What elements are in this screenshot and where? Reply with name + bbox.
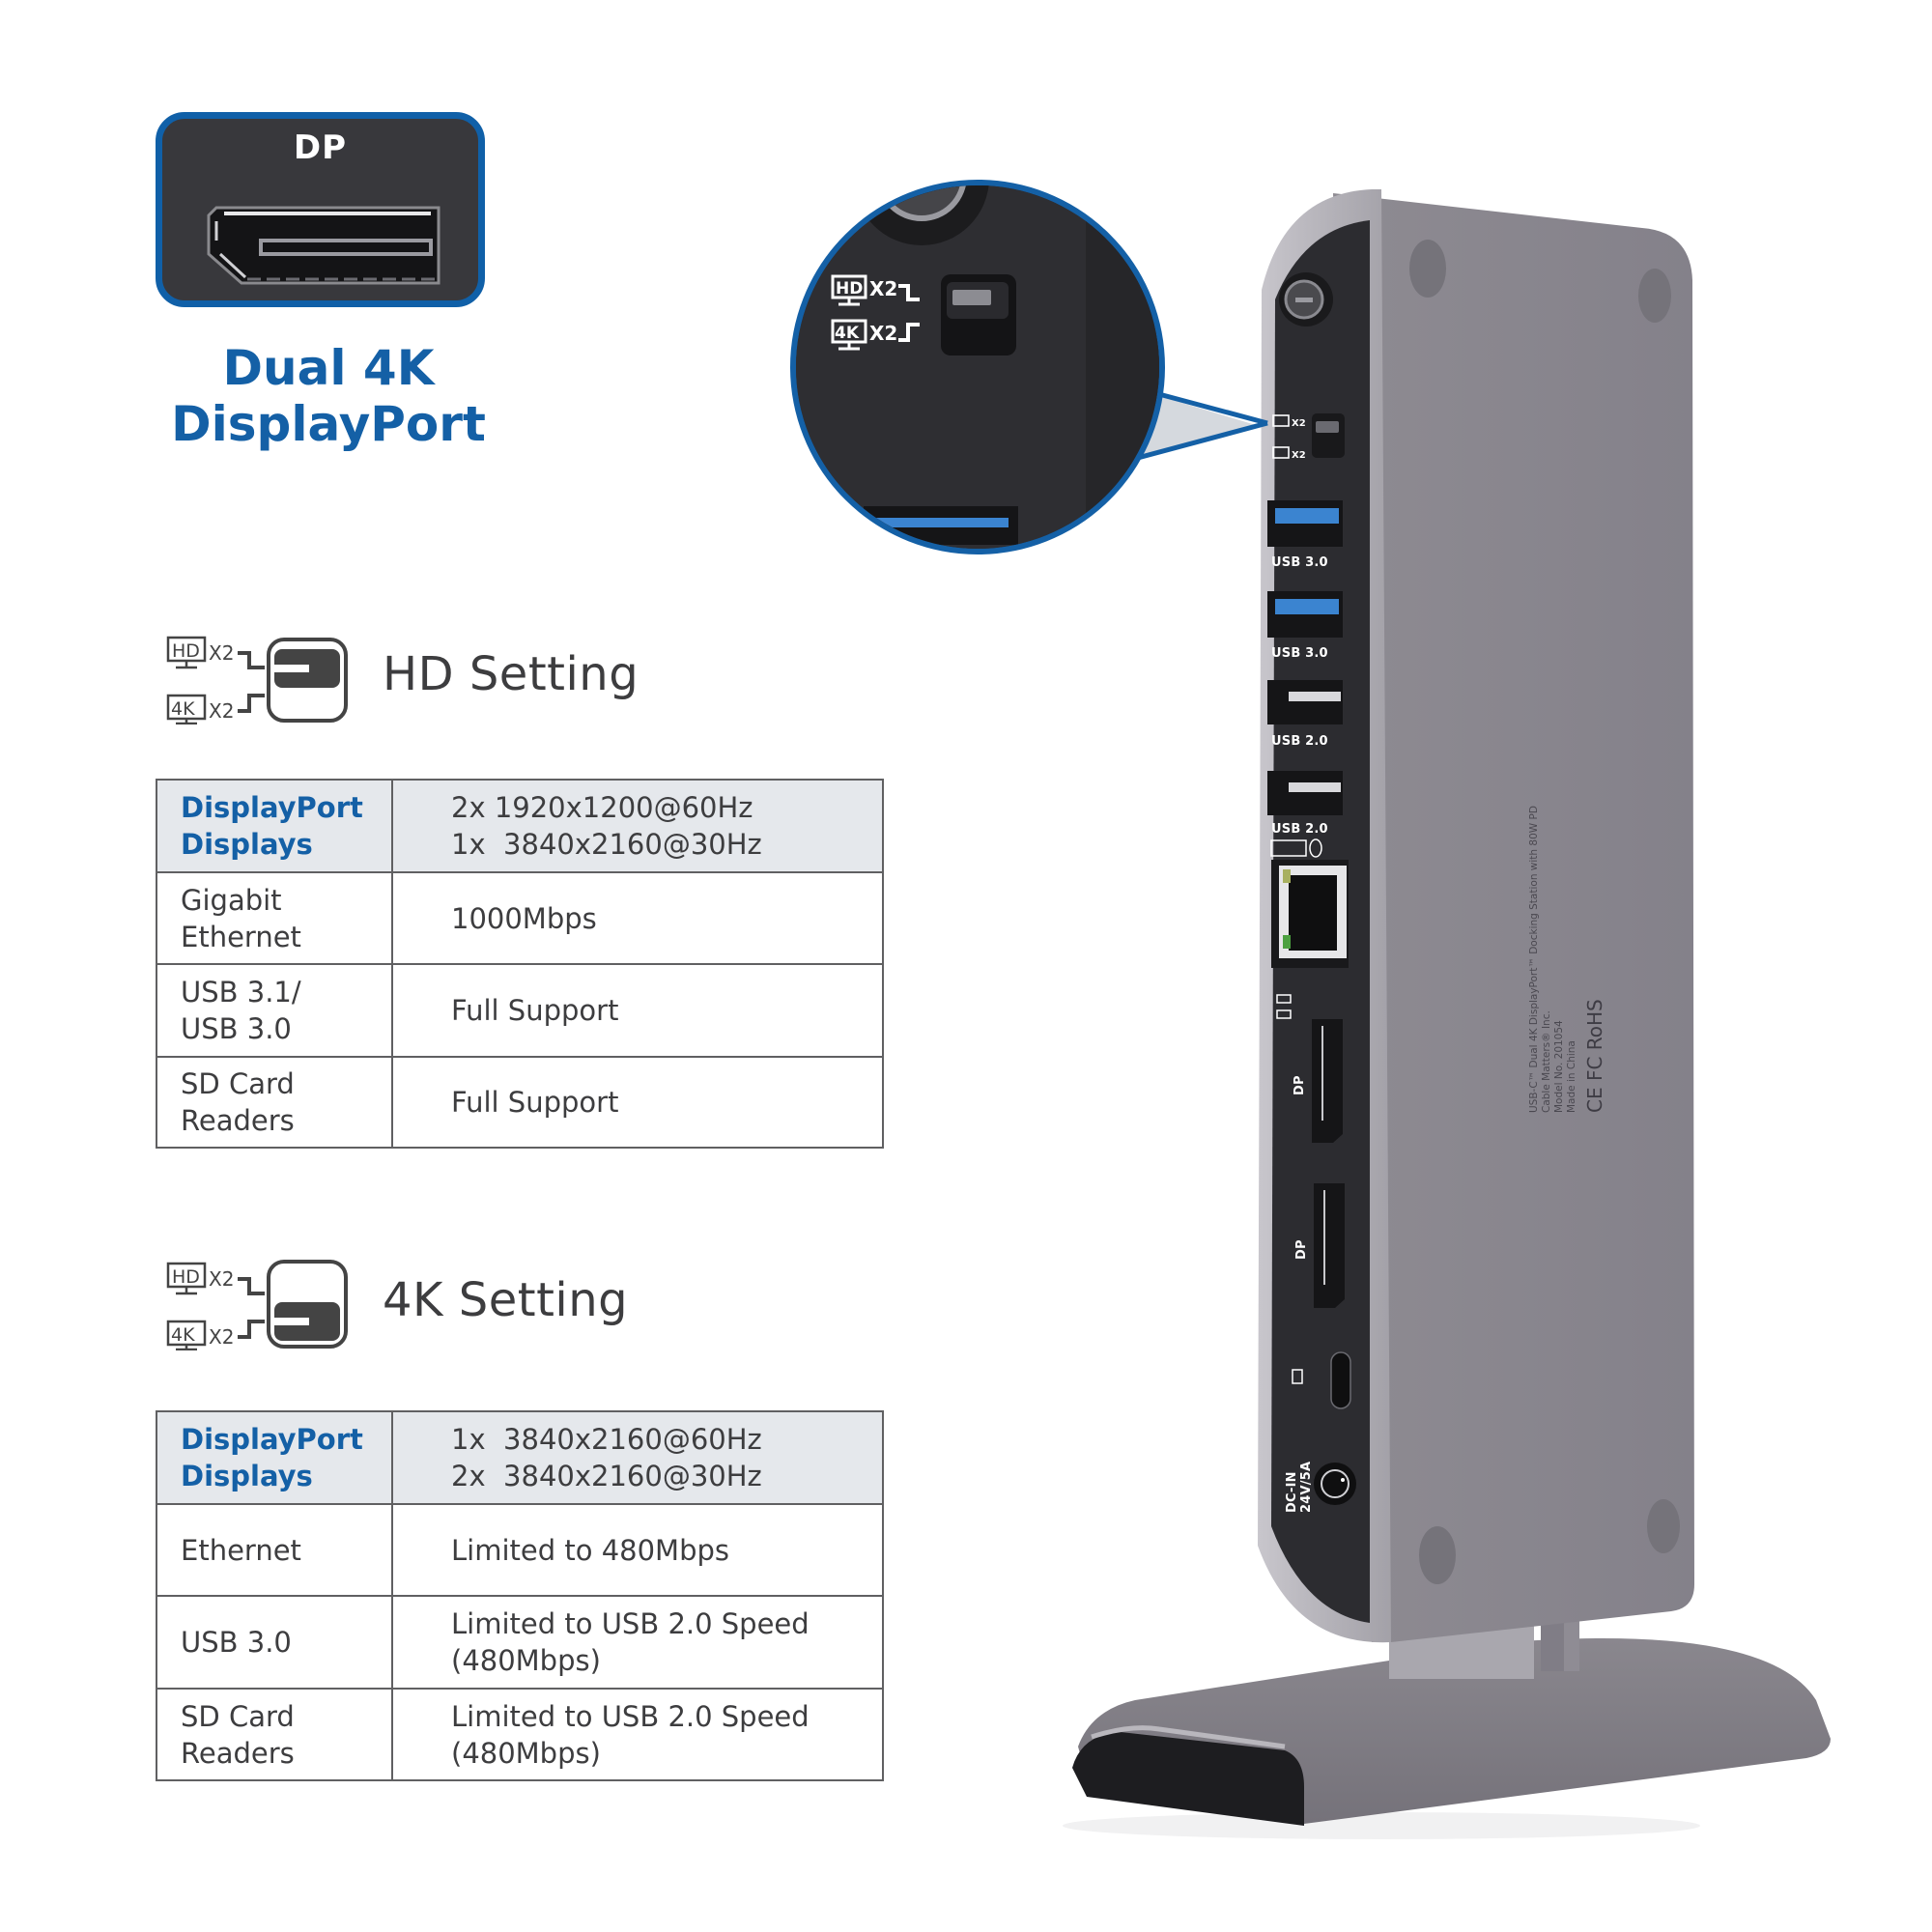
power-button-icon: [1279, 272, 1333, 327]
dock-body: [1333, 193, 1694, 1642]
displayport-badge: DP: [156, 112, 485, 307]
svg-text:HD: HD: [172, 640, 200, 662]
port-label-dp: DP: [1294, 1239, 1309, 1260]
displayport-port-2: [1314, 1183, 1345, 1308]
displayport-port-1: [1312, 1019, 1343, 1143]
switch-hd-position-icon: HD X2 4K X2: [166, 636, 348, 724]
svg-text:X2: X2: [209, 699, 234, 723]
svg-text:X2: X2: [869, 322, 897, 345]
svg-text:X2: X2: [209, 1325, 234, 1349]
table-row: USB 3.1/USB 3.0 Full Support: [156, 963, 884, 1058]
spec-value: Full Support: [391, 1056, 884, 1149]
port-label-usb3: USB 3.0: [1271, 646, 1328, 661]
network-icon: [1276, 994, 1292, 1019]
svg-text:4K: 4K: [171, 698, 195, 720]
headline-line2: DisplayPort: [171, 396, 486, 452]
port-label-dp: DP: [1293, 1075, 1307, 1095]
switch-closeup: HD X2 4K X2: [796, 185, 1159, 549]
usb3-port-2: [1267, 591, 1343, 638]
spec-value: Limited to USB 2.0 Speed(480Mbps): [391, 1595, 884, 1690]
svg-text:X2: X2: [209, 641, 234, 665]
4k-setting-title: 4K Setting: [383, 1273, 629, 1327]
ethernet-port: [1271, 860, 1349, 968]
svg-text:HD: HD: [172, 1266, 200, 1288]
mode-switch: X2 X2: [1272, 413, 1345, 461]
table-row: Ethernet Limited to 480Mbps: [156, 1503, 884, 1597]
port-label-dc-in: DC-IN 24V/5A: [1285, 1461, 1314, 1513]
displayport-connector-icon: [207, 206, 440, 285]
spec-value: Limited to 480Mbps: [391, 1503, 884, 1597]
svg-text:X2: X2: [1292, 450, 1306, 461]
table-row: USB 3.0 Limited to USB 2.0 Speed(480Mbps…: [156, 1595, 884, 1690]
spec-key: USB 3.0: [156, 1595, 393, 1690]
spec-key: Ethernet: [156, 1503, 393, 1597]
port-label-usb2: USB 2.0: [1271, 822, 1328, 837]
keyboard-mouse-icon: [1270, 838, 1322, 858]
usb2-port-1: [1267, 680, 1343, 724]
spec-value: 1000Mbps: [391, 871, 884, 965]
svg-text:4K: 4K: [171, 1324, 195, 1346]
headline-line1: Dual 4K: [222, 340, 435, 396]
switch-4k-position-icon: HD X2 4K X2: [166, 1260, 348, 1350]
usb3-port-1: [1267, 500, 1343, 547]
laptop-icon: [1292, 1369, 1303, 1384]
switch-callout-magnifier: HD X2 4K X2: [790, 180, 1165, 554]
svg-text:HD: HD: [836, 279, 863, 298]
headline: Dual 4K DisplayPort: [164, 340, 493, 452]
port-label-usb3: USB 3.0: [1271, 555, 1328, 570]
4k-setting-header: HD X2 4K X2 4K Setting: [164, 1254, 705, 1350]
stand-base: [1072, 1638, 1831, 1826]
svg-text:4K: 4K: [835, 324, 860, 343]
dock-regulatory-label: USB-C™ Dual 4K DisplayPort™ Docking Stat…: [1528, 806, 1606, 1113]
spec-key: USB 3.1/USB 3.0: [156, 963, 393, 1058]
dp-badge-label: DP: [293, 128, 348, 167]
spec-value: Full Support: [391, 963, 884, 1058]
hd-setting-header: HD X2 4K X2 HD Setting: [164, 628, 705, 724]
usb2-port-2: [1267, 771, 1343, 815]
spec-value: Limited to USB 2.0 Speed(480Mbps): [391, 1688, 884, 1781]
port-label-usb2: USB 2.0: [1271, 734, 1328, 749]
hd-setting-title: HD Setting: [383, 647, 639, 701]
svg-text:X2: X2: [209, 1267, 234, 1291]
svg-text:X2: X2: [1292, 418, 1306, 429]
usb-c-port: [1330, 1351, 1351, 1409]
svg-text:X2: X2: [869, 277, 897, 300]
dc-in-jack: [1314, 1463, 1356, 1505]
